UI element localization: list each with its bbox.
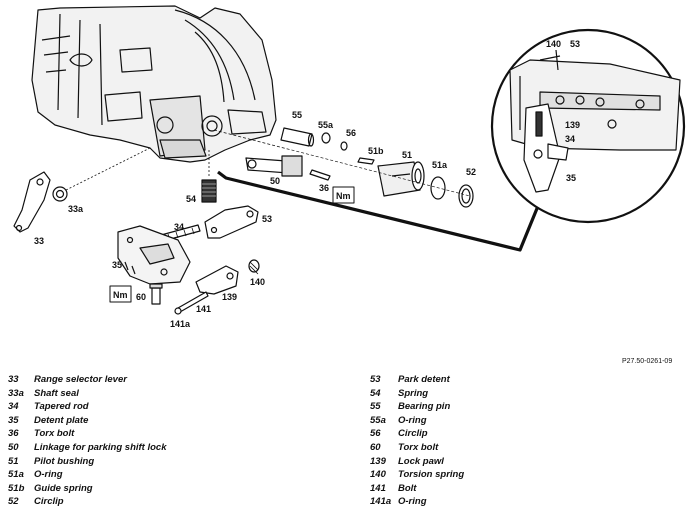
shaft-seal <box>52 186 68 202</box>
detail-callout-140: 140 <box>546 39 561 49</box>
lock-pawl <box>195 265 239 295</box>
torque-badge-label-2: Nm <box>113 290 128 300</box>
detail-connector-line <box>217 170 540 252</box>
callout-51: 51 <box>402 150 412 160</box>
torx-bolt-36 <box>309 169 331 181</box>
callout-52: 52 <box>466 167 476 177</box>
callout-34: 34 <box>174 222 184 232</box>
callout-141: 141 <box>196 304 211 314</box>
callout-35: 35 <box>112 260 122 270</box>
callout-51a: 51a <box>432 160 448 170</box>
callout-55a: 55a <box>318 120 334 130</box>
pilot-bushing <box>377 161 425 197</box>
torque-badge-1 <box>332 186 355 204</box>
circlip-52 <box>458 184 474 208</box>
parking-shift-linkage <box>245 155 303 177</box>
callout-36: 36 <box>319 183 329 193</box>
callout-51b: 51b <box>368 146 384 156</box>
detail-view <box>490 28 686 224</box>
detail-callout-35: 35 <box>566 173 576 183</box>
exploded-view-diagram: Nm Nm 33 33a 34 35 36 50 51 51a 51b 52 5… <box>13 5 686 329</box>
callout-60: 60 <box>136 292 146 302</box>
spring <box>201 179 217 203</box>
callout-50: 50 <box>270 176 280 186</box>
callout-33: 33 <box>34 236 44 246</box>
detail-callout-34: 34 <box>565 134 575 144</box>
torx-bolt <box>149 283 163 305</box>
torque-badge-2 <box>109 285 132 303</box>
callout-139: 139 <box>222 292 237 302</box>
callout-54: 54 <box>186 194 196 204</box>
bearing-pin <box>280 127 315 147</box>
torsion-spring <box>248 259 260 275</box>
circlip-56 <box>340 141 348 151</box>
detent-plate <box>117 225 191 285</box>
detail-callout-139: 139 <box>565 120 580 130</box>
bolt <box>174 291 209 315</box>
callout-53: 53 <box>262 214 272 224</box>
guide-spring <box>357 157 375 165</box>
detail-callout-53: 53 <box>570 39 580 49</box>
range-selector-lever <box>13 171 51 233</box>
callout-55: 55 <box>292 110 302 120</box>
callout-56: 56 <box>346 128 356 138</box>
figure-reference: P27.50-0261-09 <box>622 358 673 365</box>
park-detent <box>204 205 259 239</box>
callout-141a: 141a <box>170 319 191 329</box>
torque-badge-label-1: Nm <box>336 191 351 201</box>
callout-140: 140 <box>250 277 265 287</box>
o-ring-55a <box>321 132 331 144</box>
callout-33a: 33a <box>68 204 84 214</box>
transmission-housing <box>31 5 277 163</box>
